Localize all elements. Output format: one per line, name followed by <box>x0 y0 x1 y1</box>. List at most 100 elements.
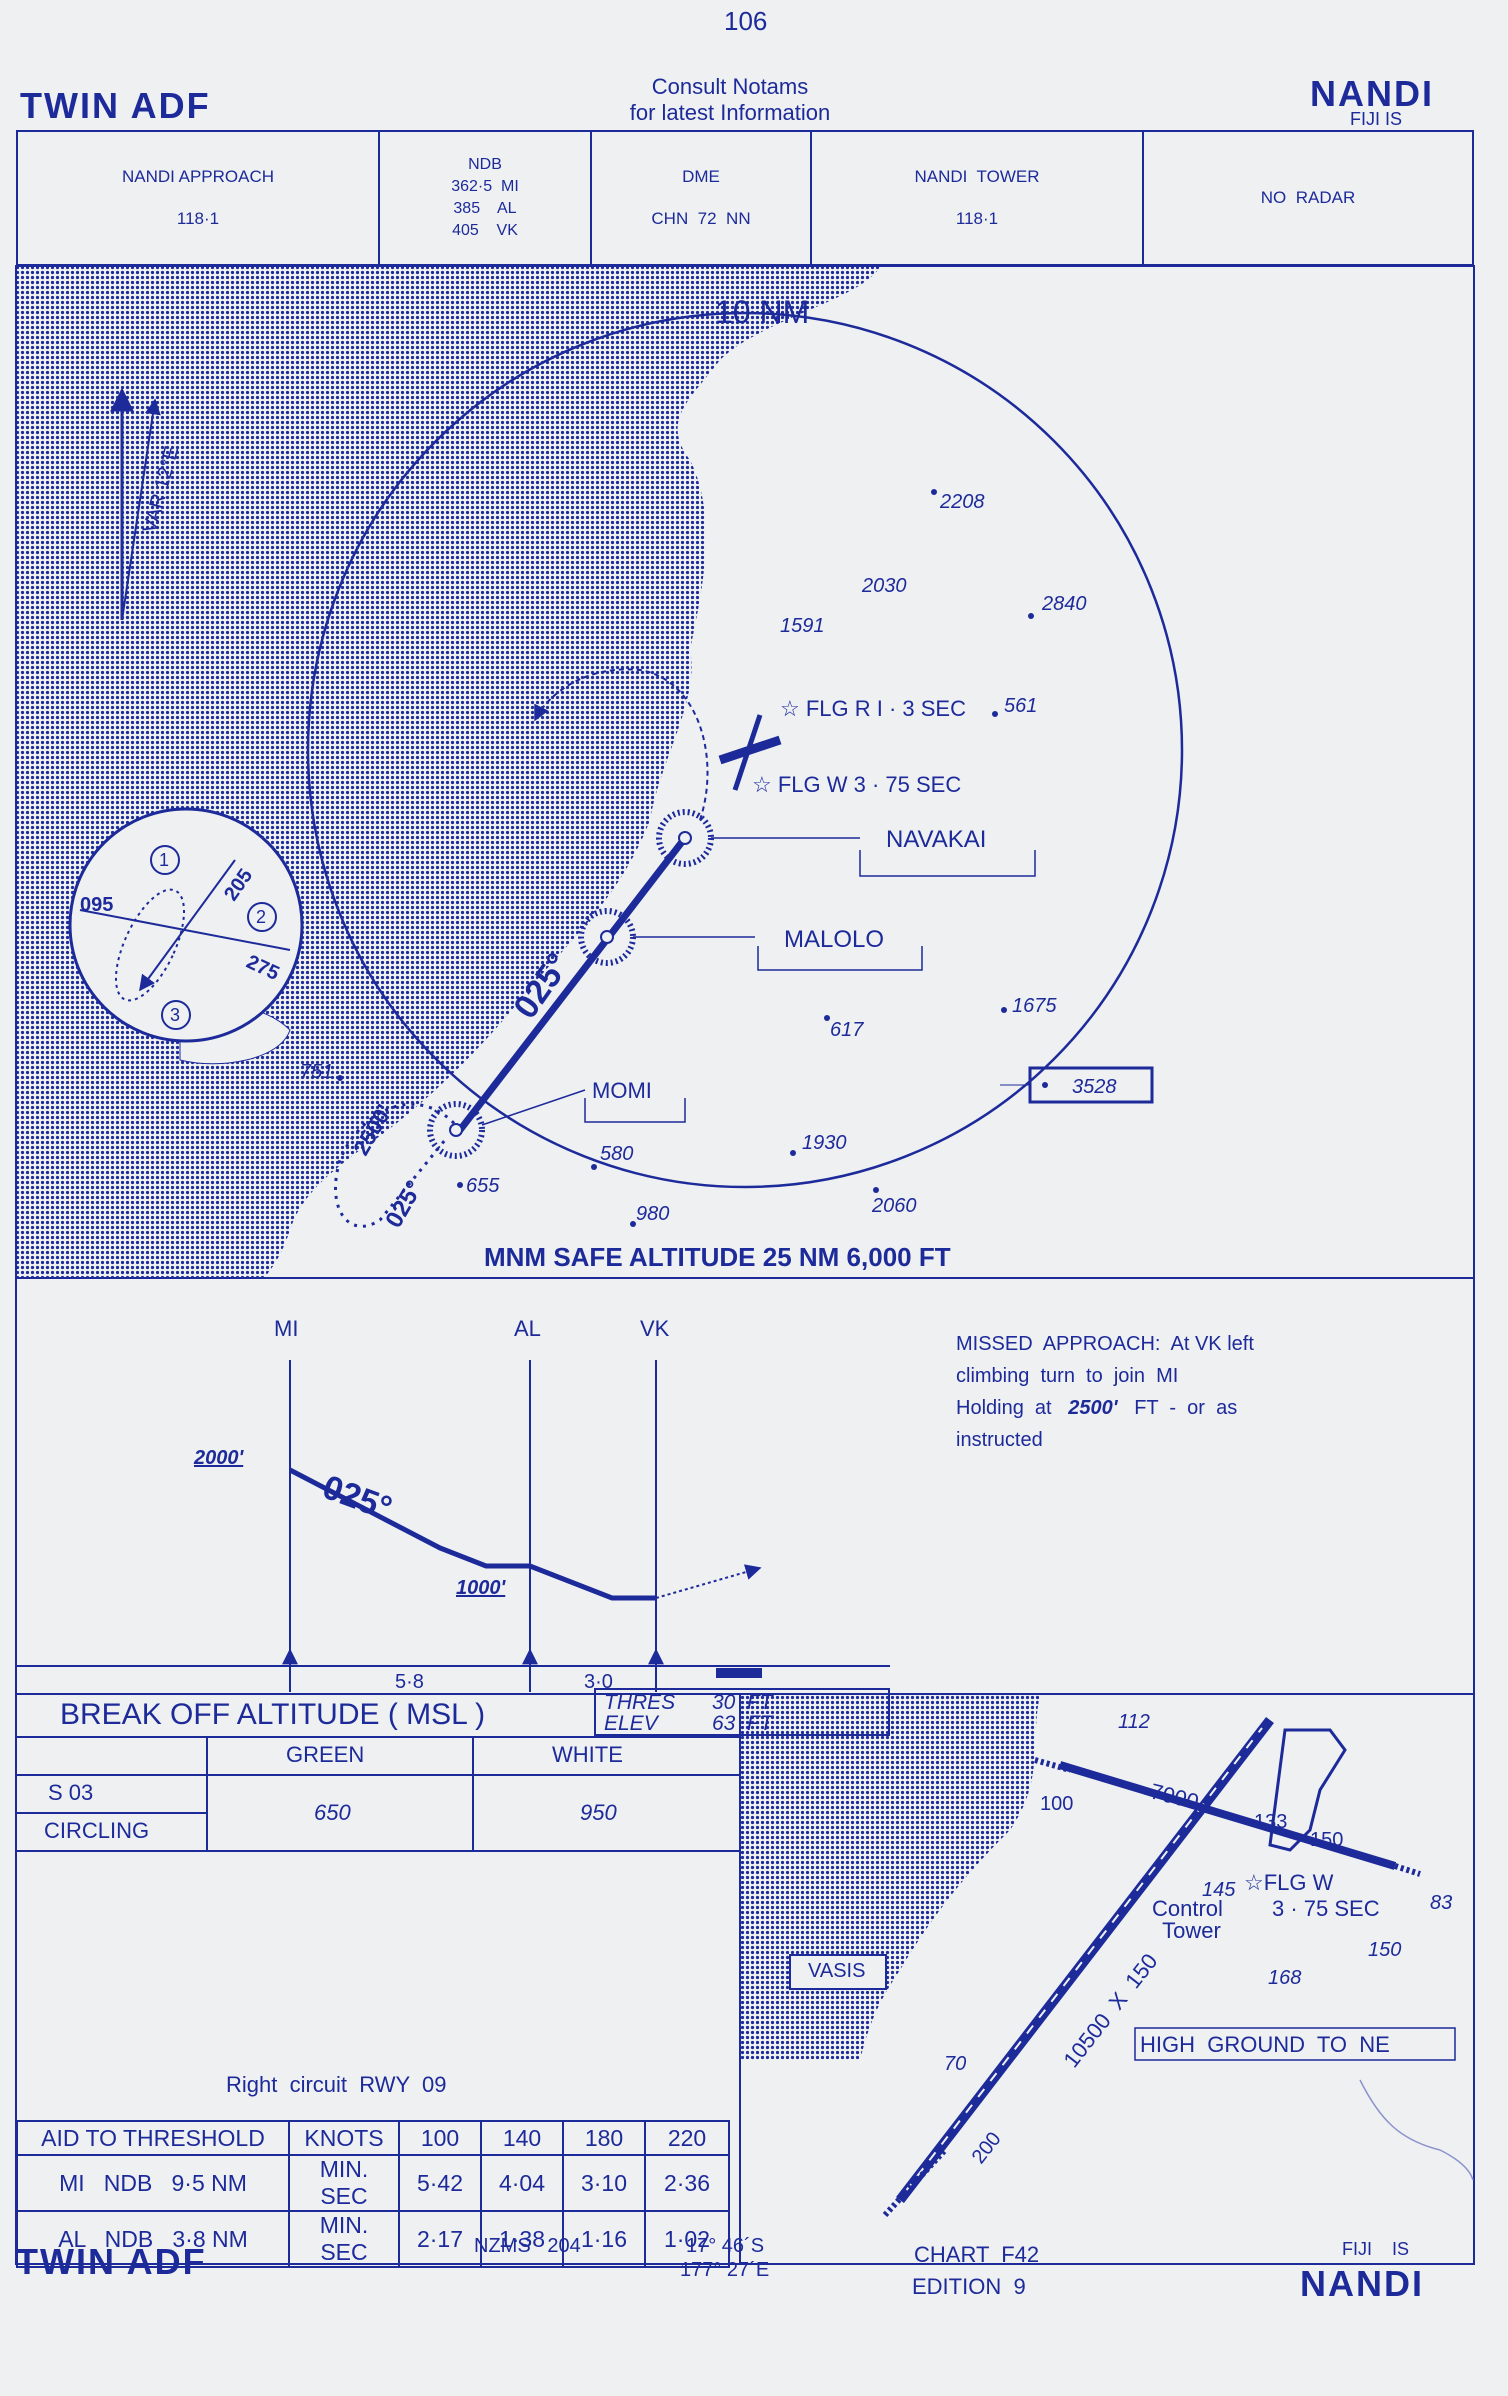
col-white: WHITE <box>552 1742 623 1767</box>
row-s03: S 03 <box>48 1780 94 1805</box>
initial-alt: 2000' <box>194 1447 244 1469</box>
white-value: 950 <box>580 1800 617 1825</box>
spot-height: 980 <box>636 1203 670 1225</box>
airport-country: FIJI IS <box>1350 109 1403 129</box>
high-ground-label: HIGH GROUND TO NE <box>1140 2032 1390 2057</box>
spot-height: 655 <box>466 1175 500 1197</box>
tower-freq: 118·1 <box>955 209 999 228</box>
star-icon: ☆ <box>780 696 806 721</box>
sea-area <box>17 267 880 1277</box>
ndb-title: NDB <box>468 156 502 173</box>
elev-label: ELEV <box>604 1712 658 1735</box>
page-number: 106 <box>724 6 768 36</box>
step-alt: 1000' <box>456 1577 506 1599</box>
notam-notice-line1: Consult Notams <box>651 74 809 99</box>
approach-name: NANDI APPROACH <box>121 167 275 186</box>
chart-title-left: TWIN ADF <box>20 85 211 126</box>
aerodrome-sea <box>741 1695 1040 2060</box>
10nm-ring <box>306 311 1184 1189</box>
spot-height: 70 <box>944 2053 967 2075</box>
light-hill: ☆ FLG W 3 · 75 SEC <box>752 772 962 797</box>
spot-height: 617 <box>830 1019 864 1041</box>
spot-height: 1930 <box>802 1132 847 1154</box>
col-green: GREEN <box>286 1742 365 1767</box>
longitude: 177° 27´E <box>680 2259 770 2281</box>
radar-cell: NO RADAR <box>1144 132 1472 264</box>
notam-notice-line2: for latest Information <box>629 100 831 125</box>
table-row: AL NDB 3·8 NM MIN. SEC 2·17 1·38 1·16 1·… <box>16 2210 730 2268</box>
sector-1: 1 <box>159 850 170 870</box>
approach-freq: 118·1 <box>176 209 220 228</box>
runway-width: 150 <box>1310 1829 1344 1851</box>
spot-height: 751 <box>300 1061 334 1083</box>
beacon-navakai-label: NAVAKAI <box>886 826 987 853</box>
beacon-momi-label: MOMI <box>592 1078 652 1103</box>
spot-height: 580 <box>600 1143 634 1165</box>
sector-2: 2 <box>256 907 267 927</box>
star-icon: ☆ <box>1244 1870 1264 1895</box>
tower-name: NANDI TOWER <box>914 167 1040 186</box>
spot-height: 1675 <box>1012 995 1057 1017</box>
tower-cell: NANDI TOWER 118·1 <box>812 132 1142 264</box>
spot-height: 2060 <box>872 1195 917 1217</box>
approach-freq-cell: NANDI APPROACH 118·1 <box>18 132 378 264</box>
edition: EDITION 9 <box>912 2274 1026 2299</box>
ndb-mi: 362·5 MI <box>451 178 519 195</box>
ndb-cell: NDB 362·5 MI 385 AL 405 VK <box>380 132 590 264</box>
msa-label: MNM SAFE ALTITUDE 25 NM 6,000 FT <box>484 1242 951 1272</box>
aid-table-header: AID TO THRESHOLD KNOTS 100 140 180 220 <box>16 2120 730 2156</box>
runway-width: 100 <box>1040 1793 1074 1815</box>
thres-value: 30 FT <box>712 1691 773 1714</box>
runway-width: 133 <box>1254 1811 1288 1833</box>
thres-label: THRES <box>604 1691 676 1714</box>
circuit-note: Right circuit RWY 09 <box>226 2072 447 2097</box>
sector-3: 3 <box>170 1005 181 1025</box>
dme-title: DME <box>682 167 720 186</box>
missed-approach-text: MISSED APPROACH: At VK left climbing tur… <box>956 1333 1254 1451</box>
footer-airport-name: NANDI <box>1300 2263 1424 2304</box>
airport-name: NANDI <box>1310 73 1434 114</box>
distance-mi-al: 5·8 <box>395 1671 424 1693</box>
aid-table: AID TO THRESHOLD KNOTS 100 140 180 220 M… <box>16 2120 730 2268</box>
spot-height: 2840 <box>1042 593 1087 615</box>
chart-title-footer: TWIN ADF <box>16 2241 207 2282</box>
spot-height: 145 <box>1202 1879 1236 1901</box>
spot-height: 112 <box>1118 1711 1150 1733</box>
fix-mi: MI <box>274 1316 299 1341</box>
spot-height: 83 <box>1430 1892 1453 1914</box>
boxed-spot-height: 3528 <box>1072 1076 1117 1098</box>
aerodrome-light: ☆FLG W <box>1244 1870 1334 1895</box>
thres-elev-box <box>594 1688 890 1736</box>
beacon-malolo-label: MALOLO <box>784 926 885 953</box>
ring-label: 10 NM <box>715 294 810 330</box>
star-icon: ☆ <box>752 772 778 797</box>
spot-height: 2208 <box>940 491 985 513</box>
elev-value: 63 FT <box>712 1712 773 1735</box>
radar-status: NO RADAR <box>1260 188 1356 207</box>
footer-country: FIJI IS <box>1342 2239 1410 2259</box>
distance-al-vk: 3·0 <box>584 1671 613 1693</box>
chart-number: CHART F42 <box>914 2242 1040 2267</box>
row-circling: CIRCLING <box>44 1818 150 1843</box>
spot-height: 150 <box>1368 1939 1402 1961</box>
dme-value: CHN 72 NN <box>651 209 751 228</box>
dme-cell: DME CHN 72 NN <box>592 132 810 264</box>
nzms-ref: NZMS 204 <box>474 2235 581 2257</box>
aerodrome-light-period: 3 · 75 SEC <box>1272 1896 1380 1921</box>
ndb-momi-symbol <box>427 1101 485 1159</box>
entry-heading-095: 095 <box>80 894 114 916</box>
vasis-label: VASIS <box>808 1960 866 1982</box>
spot-height: 2030 <box>862 575 907 597</box>
ndb-vk: 405 VK <box>452 222 518 239</box>
fix-vk: VK <box>640 1316 670 1341</box>
green-value: 650 <box>314 1800 351 1825</box>
ndb-navakai-symbol <box>656 809 714 867</box>
fix-al: AL <box>514 1316 541 1341</box>
spot-height: 561 <box>1004 695 1038 717</box>
table-row: MI NDB 9·5 NM MIN. SEC 5·42 4·04 3·10 2·… <box>16 2154 730 2212</box>
spot-height: 1591 <box>780 615 825 637</box>
latitude: 17° 46´S <box>686 2235 765 2257</box>
ndb-al: 385 AL <box>453 200 517 217</box>
